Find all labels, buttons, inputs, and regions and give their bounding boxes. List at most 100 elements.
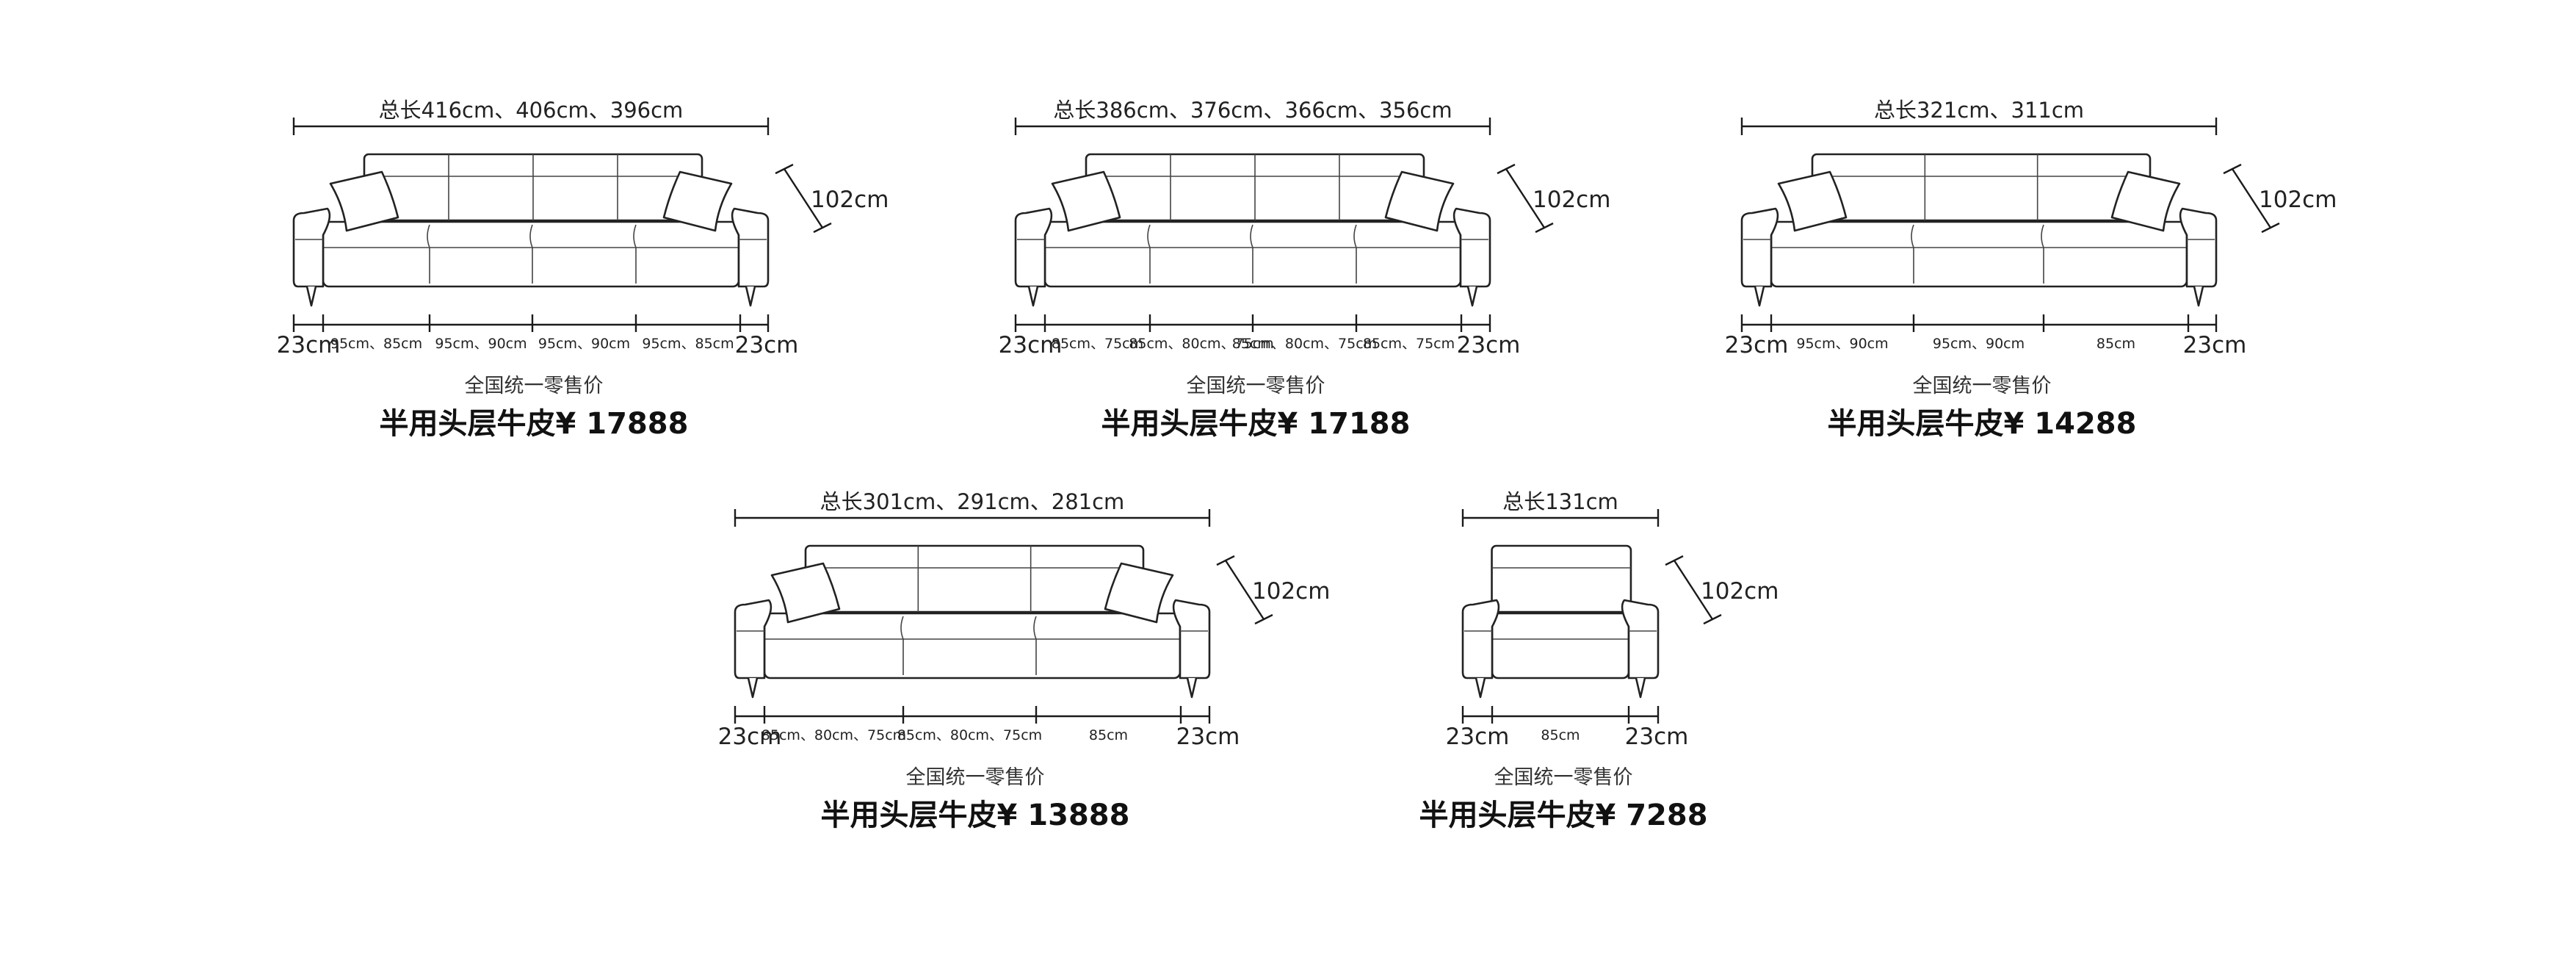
seat-width-label: 85cm xyxy=(2096,336,2135,352)
side-left-label: 23cm xyxy=(1725,332,1789,358)
height-tick-top xyxy=(1665,555,1684,566)
total-length-label: 总长131cm xyxy=(1502,489,1618,514)
leg-right xyxy=(1466,286,1478,307)
seat-divider xyxy=(1250,224,1253,284)
price-label: 半用头层牛皮¥ 14288 xyxy=(1828,407,2137,441)
seat-width-label: 85cm、75cm xyxy=(1052,336,1143,352)
height-label: 102cm xyxy=(1252,578,1330,605)
height-tick-bottom xyxy=(813,222,832,234)
height-label: 102cm xyxy=(1701,578,1779,605)
pillow-right xyxy=(662,170,733,232)
leg-right xyxy=(1186,677,1198,699)
seat-width-label: 85cm、80cm、75cm xyxy=(1232,336,1377,352)
seat-width-label: 85cm、80cm、75cm xyxy=(897,727,1042,743)
leg-right xyxy=(2193,286,2204,307)
retail-price-label: 全国统一零售价 xyxy=(465,375,604,397)
seat-divider xyxy=(1353,224,1357,284)
sofa-back xyxy=(1811,153,2152,222)
seat-width-label: 95cm、90cm xyxy=(538,336,630,352)
leg-left xyxy=(1754,286,1765,307)
seat-width-label: 95cm、85cm xyxy=(330,336,422,352)
seat-width-label: 95cm、85cm xyxy=(642,336,734,352)
sofa-back xyxy=(1491,544,1632,613)
seat-width-label: 95cm、90cm xyxy=(1933,336,2025,352)
seat-width-label: 95cm、90cm xyxy=(1796,336,1888,352)
seat-divider xyxy=(1033,616,1037,675)
height-tick-bottom xyxy=(2261,222,2280,234)
sofa-seat xyxy=(763,612,1182,680)
leg-right xyxy=(745,286,756,307)
height-label: 102cm xyxy=(1533,187,1610,213)
seat-divider xyxy=(427,224,430,284)
leg-left xyxy=(1475,677,1486,699)
total-length-label: 总长321cm、311cm xyxy=(1874,98,2084,123)
total-length-label: 总长416cm、406cm、396cm xyxy=(379,98,684,123)
seat-width-label: 85cm、80cm、75cm xyxy=(761,727,906,743)
arm-left xyxy=(1014,207,1053,288)
height-line xyxy=(1505,168,1546,228)
height-line xyxy=(1224,560,1265,620)
pillow-left xyxy=(329,170,399,232)
side-right-label: 23cm xyxy=(2183,332,2247,358)
height-tick-bottom xyxy=(1254,613,1273,625)
sofa-drawing xyxy=(1014,153,1491,307)
arm-left xyxy=(1740,207,1779,288)
arm-left xyxy=(734,599,773,680)
sofa-seat xyxy=(1491,612,1630,680)
side-left-label: 23cm xyxy=(277,332,341,358)
side-left-label: 23cm xyxy=(718,724,782,750)
pillow-left xyxy=(1051,170,1121,232)
height-tick-bottom xyxy=(1535,222,1554,234)
side-right-label: 23cm xyxy=(1625,724,1689,750)
leg-left xyxy=(747,677,759,699)
sofa-seat xyxy=(1770,220,2188,288)
height-line xyxy=(2231,168,2272,228)
height-tick-top xyxy=(1216,555,1235,566)
height-line xyxy=(1673,560,1714,620)
seat-width-label: 95cm、90cm xyxy=(435,336,527,352)
retail-price-label: 全国统一零售价 xyxy=(906,766,1045,789)
seat-width-label: 85cm xyxy=(1089,727,1128,743)
retail-price-label: 全国统一零售价 xyxy=(1913,375,2052,397)
side-right-label: 23cm xyxy=(1457,332,1521,358)
arm-left xyxy=(292,207,331,288)
leg-left xyxy=(1027,286,1039,307)
seat-divider xyxy=(2041,224,2044,284)
height-label: 102cm xyxy=(811,187,889,213)
sofa-drawing xyxy=(292,153,770,307)
arm-left xyxy=(1461,599,1500,680)
leg-left xyxy=(305,286,317,307)
pillow-right xyxy=(1104,562,1174,624)
total-length-label: 总长301cm、291cm、281cm xyxy=(820,489,1125,514)
side-left-label: 23cm xyxy=(1446,724,1510,750)
side-left-label: 23cm xyxy=(999,332,1063,358)
leg-right xyxy=(1635,677,1646,699)
seat-divider xyxy=(1147,224,1151,284)
height-tick-top xyxy=(2223,163,2242,175)
seat-width-label: 85cm、75cm xyxy=(1363,336,1455,352)
sofa-back xyxy=(804,544,1145,613)
arm-right xyxy=(1621,599,1660,680)
retail-price-label: 全国统一零售价 xyxy=(1187,375,1325,397)
pillow-left xyxy=(1777,170,1848,232)
seat-width-label: 85cm、80cm、75cm xyxy=(1129,336,1273,352)
height-tick-bottom xyxy=(1703,613,1722,625)
retail-price-label: 全国统一零售价 xyxy=(1494,766,1633,789)
seat-width-label: 85cm xyxy=(1541,727,1580,743)
sofa-drawing xyxy=(1740,153,2218,307)
seat-divider xyxy=(900,616,904,675)
pillow-right xyxy=(1384,170,1455,232)
arm-right xyxy=(2179,207,2218,288)
total-length-label: 总长386cm、376cm、366cm、356cm xyxy=(1053,98,1452,123)
sofa-drawing xyxy=(1461,544,1660,699)
seat-divider xyxy=(529,224,533,284)
pillow-right xyxy=(2110,170,2181,232)
pillow-left xyxy=(770,562,841,624)
arm-right xyxy=(1172,599,1211,680)
height-label: 102cm xyxy=(2259,187,2337,213)
sofa-block-s3: 总长321cm、311cm 102cm 23cm 23cm 95cm、90cm 95cm、… xyxy=(1725,98,2337,441)
